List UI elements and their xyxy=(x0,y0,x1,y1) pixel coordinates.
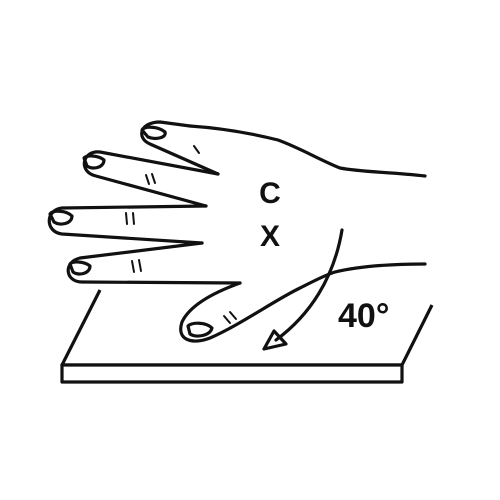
label-x: X xyxy=(260,220,280,253)
angle-label: 40° xyxy=(338,297,389,335)
label-c: C xyxy=(259,177,281,210)
